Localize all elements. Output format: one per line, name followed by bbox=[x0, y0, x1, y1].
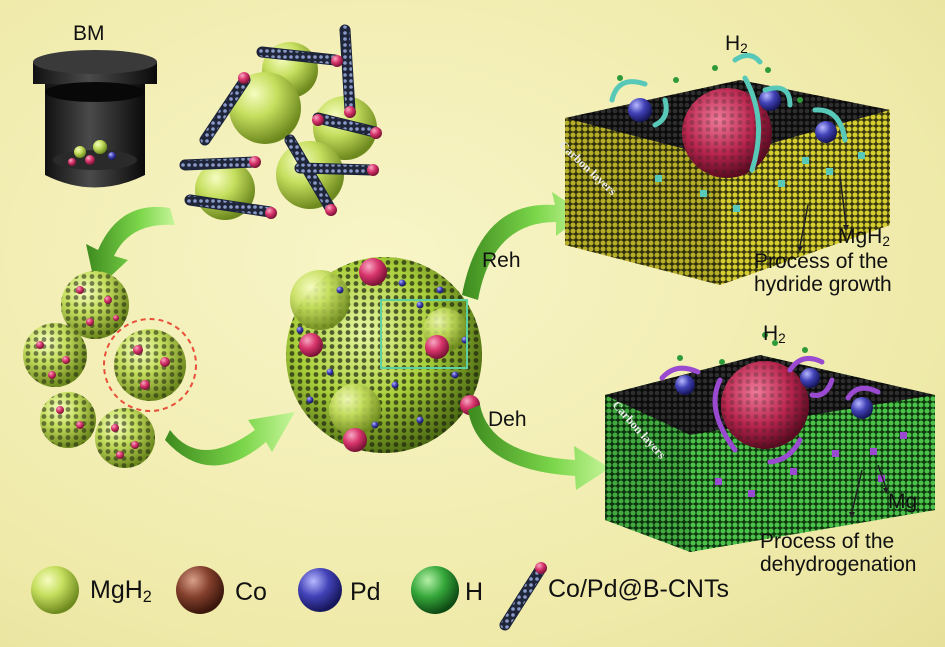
central-particle bbox=[286, 257, 482, 453]
cnt-tube-icon bbox=[499, 562, 547, 631]
hydride-growth-caption: Process of the hydride growth bbox=[754, 250, 892, 296]
dehydrogenation-arrow bbox=[468, 405, 610, 490]
rehydrogenation-arrow bbox=[462, 192, 585, 300]
bm-label: BM bbox=[73, 22, 105, 45]
legend-co-label: Co bbox=[235, 578, 267, 606]
hydride-growth-slab bbox=[565, 53, 890, 285]
zoom-arrow bbox=[165, 412, 295, 466]
legend-pd-label: Pd bbox=[350, 578, 381, 606]
mgh2-product-label: MgH2 bbox=[838, 225, 890, 250]
legend-h-label: H bbox=[465, 578, 484, 606]
mg-product-label: Mg bbox=[888, 490, 918, 513]
legend-cnt-label: Co/Pd@B-CNTs bbox=[548, 575, 729, 603]
ball-mill-jar-icon bbox=[33, 50, 157, 188]
pd-sphere-icon bbox=[298, 568, 342, 612]
co-sphere-icon bbox=[176, 566, 224, 614]
dehydrogenation-slab bbox=[605, 332, 935, 552]
reh-label: Reh bbox=[482, 249, 521, 272]
coated-particles-group bbox=[23, 271, 197, 468]
dehydrogenation-caption: Process of the dehydrogenation bbox=[760, 530, 916, 576]
hydride-growth-line-1: Process of the bbox=[754, 250, 889, 273]
mgh2-cnt-cluster bbox=[179, 24, 382, 220]
dehydrogenation-line-1: Process of the bbox=[760, 530, 895, 553]
ball-mill-arrow bbox=[86, 206, 175, 290]
h2-top-label: H2 bbox=[725, 32, 748, 57]
deh-label: Deh bbox=[488, 408, 527, 431]
h-sphere-icon bbox=[411, 566, 459, 614]
dehydrogenation-line-2: dehydrogenation bbox=[760, 553, 917, 576]
legend-mgh2-label: MgH2 bbox=[90, 576, 152, 607]
hydride-growth-line-2: hydride growth bbox=[754, 273, 892, 296]
h2-bottom-label: H2 bbox=[763, 322, 786, 347]
mgh2-sphere-icon bbox=[31, 566, 79, 614]
legend-icons bbox=[31, 562, 547, 631]
